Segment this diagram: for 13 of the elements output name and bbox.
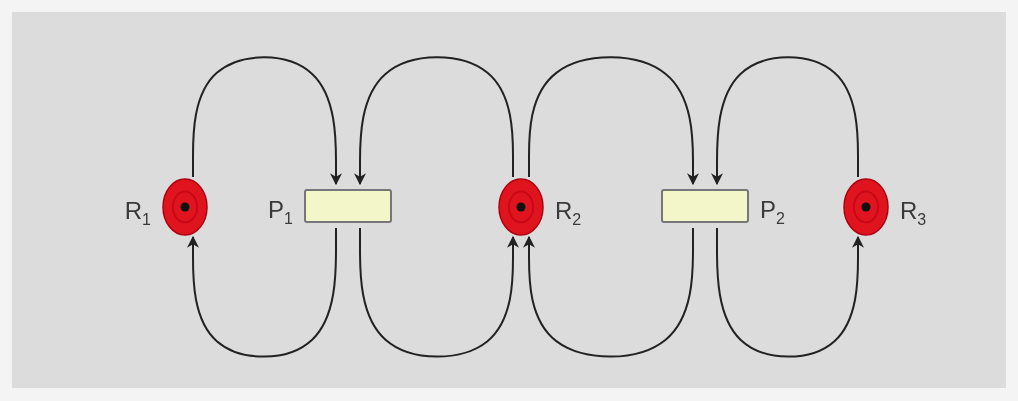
arc-arrow [716,227,864,358]
arc-arrow [192,56,342,186]
arc-arrow [187,227,337,358]
node-label: P$_{2}$ [760,196,785,229]
node-label: R$_{2}$ [555,197,582,230]
node-label: P$_{1}$ [268,196,293,229]
arc-arrow [354,56,514,186]
arc-arrow [711,56,859,186]
node-label: R$_{3}$ [900,197,927,230]
arc-arrow [359,227,519,358]
node-label: R$_{1}$ [124,197,151,230]
arc-arrow [528,56,699,186]
arc-arrow [523,227,694,358]
